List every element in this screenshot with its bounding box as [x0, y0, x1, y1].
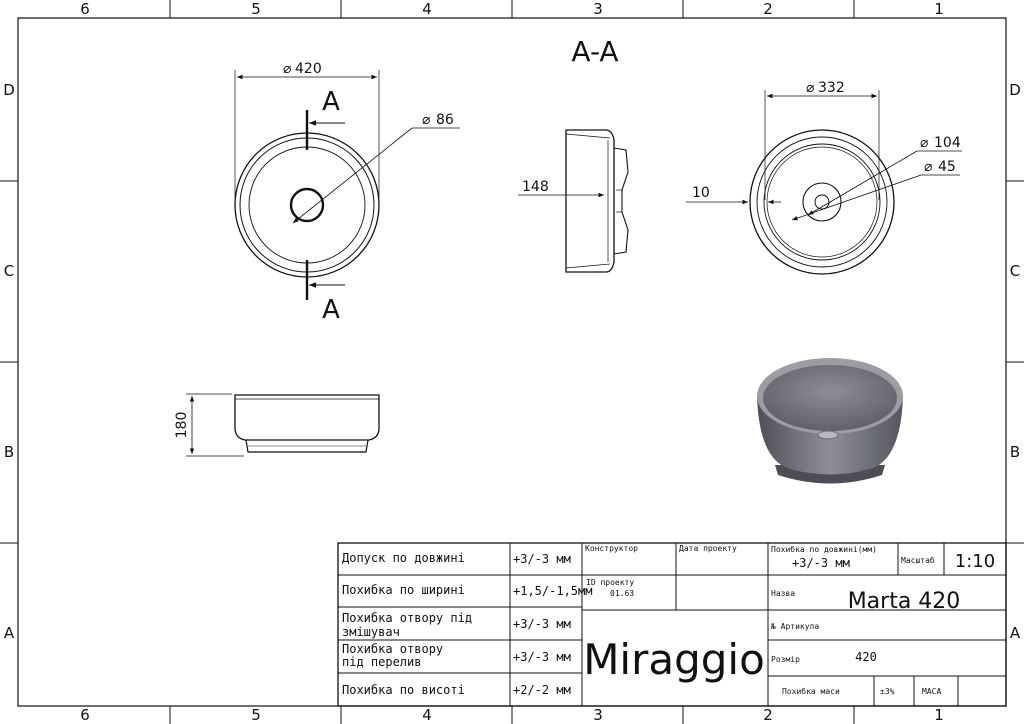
tolerance-height-label: Похибка по висоті: [342, 683, 465, 697]
row-label: B: [4, 443, 14, 461]
col-label: 6: [80, 0, 90, 18]
brand-name: Miraggio: [583, 635, 765, 684]
tolerance-length-label: Допуск по довжині: [342, 551, 465, 565]
top-view: ⌀ 420 ⌀ 86 A A: [234, 61, 460, 325]
size-label: Розмір: [771, 655, 800, 664]
mass-error-label: Похибка маси: [782, 686, 840, 696]
dim-symbol: ⌀: [806, 80, 815, 96]
row-label: C: [1010, 262, 1020, 280]
col-label: 2: [763, 0, 773, 18]
tolerance-length-value: +3/-3 мм: [513, 552, 571, 566]
drain-hole: [289, 187, 325, 223]
dim-ring-diameter: 104: [934, 135, 961, 151]
dim-hole-diameter: 45: [938, 159, 956, 175]
drain-ring: [802, 182, 842, 222]
length-error-label: Похибка по довжині(мм): [771, 544, 877, 554]
dim-symbol: ⌀: [924, 159, 933, 175]
constructor-label: Конструктор: [585, 544, 638, 553]
dim-symbol: ⌀: [920, 135, 929, 151]
size-value: 420: [855, 650, 877, 664]
mass-error-value: ±3%: [880, 687, 895, 696]
project-id-value: 01.63: [610, 589, 634, 598]
col-label: 5: [251, 0, 261, 18]
dim-bottom-diameter: 332: [818, 80, 845, 96]
tolerance-overflow-value: +3/-3 мм: [513, 650, 571, 664]
dim-side-height: 180: [174, 412, 190, 439]
project-id-label: ID проекту: [586, 578, 634, 587]
mass-label: МАСА: [922, 687, 941, 696]
dim-drain-diameter: 86: [436, 112, 454, 128]
section-title: A-A: [571, 35, 618, 68]
cut-label-bottom: A: [322, 295, 340, 325]
dim-wall-thickness: 10: [692, 185, 710, 201]
col-label: 6: [80, 706, 90, 724]
row-label: D: [3, 81, 15, 99]
tolerance-mixer-hole-value: +3/-3 мм: [513, 617, 571, 631]
length-error-value: +3/-3 мм: [792, 556, 850, 570]
col-label: 2: [763, 706, 773, 724]
bowl-render: [757, 358, 903, 484]
row-label: A: [4, 624, 15, 642]
col-label: 5: [251, 706, 261, 724]
col-label: 1: [934, 0, 944, 18]
product-name: Marta 420: [848, 589, 961, 614]
row-label: D: [1009, 81, 1021, 99]
dim-symbol: ⌀: [422, 112, 431, 128]
tolerance-width-label: Похибка по ширині: [342, 583, 465, 597]
col-label: 1: [934, 706, 944, 724]
dim-section-depth: 148: [522, 179, 549, 195]
row-label: C: [4, 262, 14, 280]
article-label: № Артикула: [770, 622, 819, 631]
tolerance-mixer-hole-label-1: Похибка отвору під: [342, 611, 472, 625]
col-label: 3: [593, 706, 603, 724]
title-block: Допуск по довжині +3/-3 мм Похибка по ши…: [337, 542, 1007, 707]
tolerance-mixer-hole-label-2: змішувач: [342, 625, 400, 639]
tolerance-height-value: +2/-2 мм: [513, 683, 571, 697]
side-view: 180: [174, 393, 380, 457]
tolerance-overflow-label-1: Похибка отвору: [342, 642, 443, 656]
col-label: 4: [422, 706, 432, 724]
dim-symbol: ⌀: [283, 61, 292, 77]
tolerance-overflow-label-2: під перелив: [342, 655, 421, 669]
row-label: A: [1010, 624, 1021, 642]
date-label: Дата проекту: [679, 544, 737, 553]
cut-label-top: A: [322, 87, 340, 117]
row-label: B: [1010, 443, 1020, 461]
scale-label: Масштаб: [901, 555, 935, 565]
col-label: 3: [593, 0, 603, 18]
col-label: 4: [422, 0, 432, 18]
bottom-view: ⌀ 332 ⌀ 104 ⌀ 45 10: [686, 80, 962, 275]
name-label: Назва: [771, 589, 795, 598]
scale-value: 1:10: [955, 551, 995, 572]
tolerance-width-value: +1,5/-1,5мм: [513, 584, 592, 598]
drain-outlet: [814, 194, 830, 210]
dim-top-diameter: 420: [295, 61, 322, 77]
section-view: A-A 148: [518, 35, 629, 273]
